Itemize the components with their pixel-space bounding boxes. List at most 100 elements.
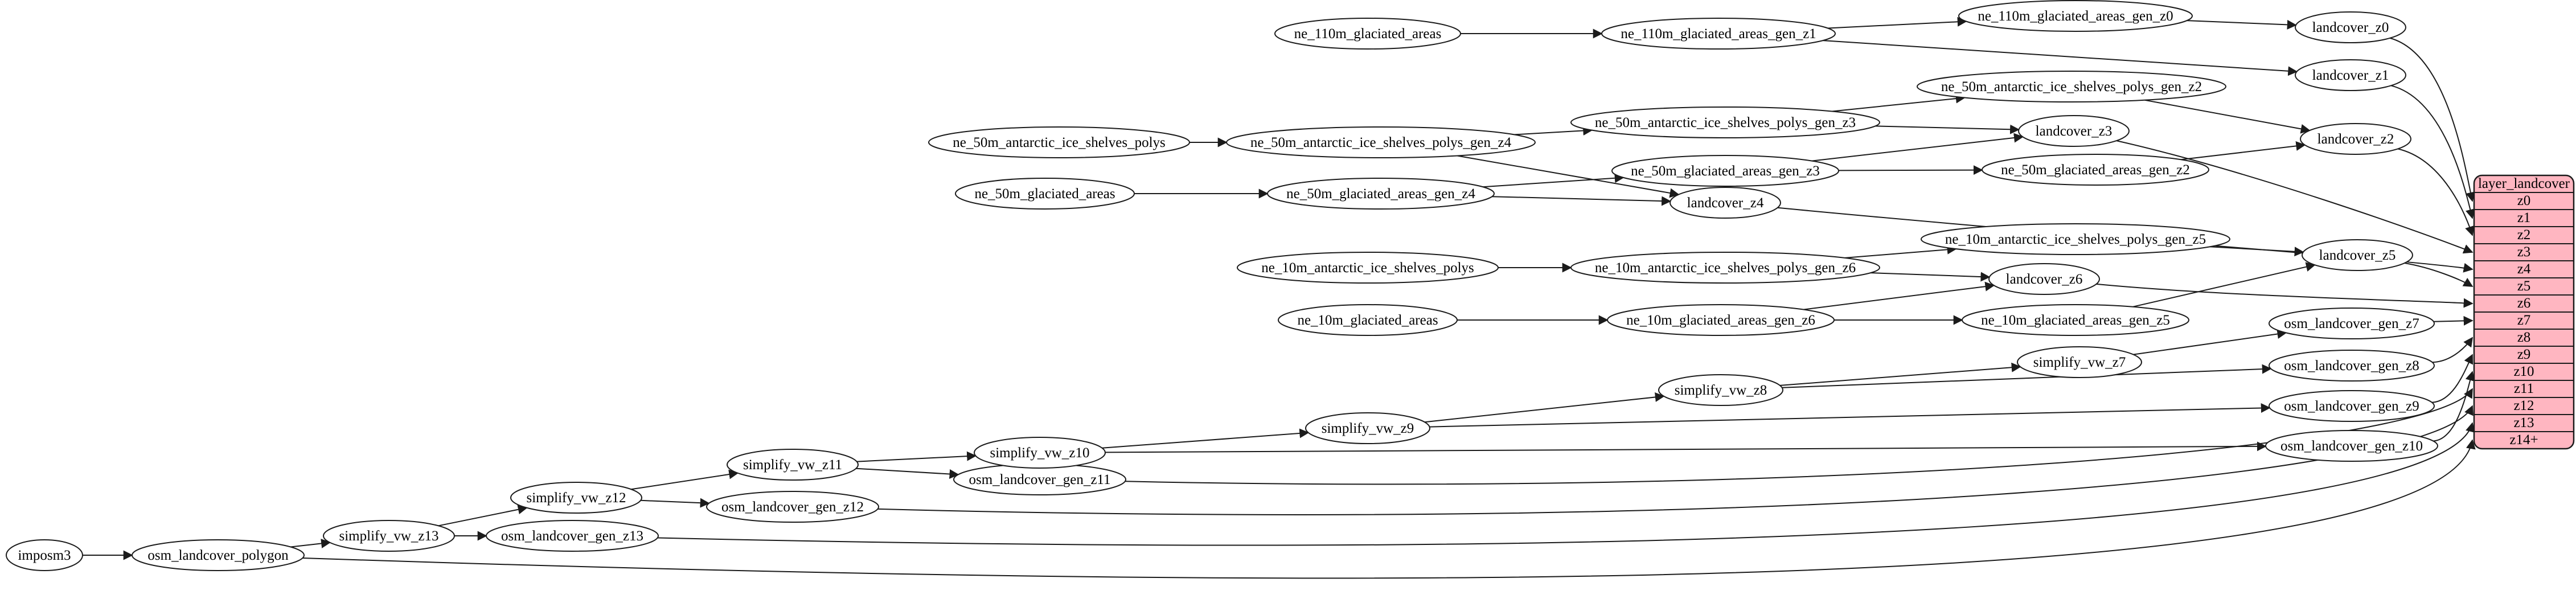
node-osm_landcover_gen_z10: osm_landcover_gen_z10: [2265, 430, 2438, 462]
node-ne_50m_antarctic_ice_shelves_polys_gen_z3-label: ne_50m_antarctic_ice_shelves_polys_gen_z…: [1595, 115, 1856, 130]
node-osm_landcover_gen_z11-label: osm_landcover_gen_z11: [969, 472, 1111, 487]
node-ne_50m_glaciated_areas_gen_z2-label: ne_50m_glaciated_areas_gen_z2: [2001, 162, 2190, 178]
edge-ne_50m_antarctic_ice_shelves_polys_gen_z4-to-ne_50m_antarctic_ice_shelves_polys_gen_z3: [1514, 125, 1593, 136]
edge-simplify_vw_z12-to-osm_landcover_gen_z12: [641, 498, 710, 508]
node-ne_50m_glaciated_areas_gen_z2: ne_50m_glaciated_areas_gen_z2: [1982, 154, 2209, 186]
node-ne_50m_glaciated_areas-label: ne_50m_glaciated_areas: [974, 186, 1115, 202]
node-ne_50m_glaciated_areas_gen_z4-label: ne_50m_glaciated_areas_gen_z4: [1286, 186, 1475, 202]
node-osm_landcover_gen_z7-label: osm_landcover_gen_z7: [2284, 316, 2419, 331]
table-row-z9: z9: [2517, 347, 2531, 362]
node-ne_50m_antarctic_ice_shelves_polys_gen_z2-label: ne_50m_antarctic_ice_shelves_polys_gen_z…: [1941, 79, 2202, 95]
node-landcover_z6-shape: [1988, 263, 2100, 295]
table-row-z4: z4: [2517, 261, 2531, 277]
node-osm_landcover_gen_z12-label: osm_landcover_gen_z12: [721, 499, 864, 515]
edge-ne_110m_glaciated_areas_gen_z1-to-landcover_z1: [1823, 40, 2298, 76]
node-landcover_z2-shape: [2300, 123, 2411, 155]
edge-ne_50m_glaciated_areas_gen_z3-to-landcover_z3: [1811, 133, 2024, 162]
node-simplify_vw_z13: simplify_vw_z13: [323, 520, 455, 552]
node-osm_landcover_polygon: osm_landcover_polygon: [132, 539, 305, 571]
node-ne_10m_glaciated_areas: ne_10m_glaciated_areas: [1278, 304, 1458, 336]
node-ne_110m_glaciated_areas-label: ne_110m_glaciated_areas: [1294, 26, 1442, 42]
edge-landcover_z0-to-z0: [2389, 37, 2475, 202]
node-imposm3: imposm3: [6, 539, 83, 571]
node-ne_10m_antarctic_ice_shelves_polys: ne_10m_antarctic_ice_shelves_polys: [1237, 252, 1499, 284]
node-ne_50m_glaciated_areas_gen_z3-shape: [1611, 155, 1839, 187]
edge-ne_10m_glaciated_areas_gen_z6-to-landcover_z6: [1803, 281, 1995, 310]
node-landcover_z2: landcover_z2: [2300, 123, 2411, 155]
table-row-z7: z7: [2517, 313, 2531, 328]
edge-ne_50m_glaciated_areas_gen_z4-to-landcover_z4: [1492, 196, 1672, 206]
node-ne_10m_antarctic_ice_shelves_polys_gen_z5: ne_10m_antarctic_ice_shelves_polys_gen_z…: [1921, 223, 2230, 255]
edge-simplify_vw_z11-to-simplify_vw_z10: [856, 451, 977, 462]
node-ne_10m_antarctic_ice_shelves_polys-label: ne_10m_antarctic_ice_shelves_polys: [1261, 260, 1474, 276]
node-ne_50m_glaciated_areas_gen_z4-shape: [1267, 178, 1495, 210]
node-landcover_z0-shape: [2295, 11, 2406, 43]
edge-landcover_z4-to-z4: [1777, 207, 2474, 273]
table-row-z12: z12: [2513, 398, 2534, 413]
node-landcover_z4-shape: [1670, 187, 1781, 219]
edge-ne_110m_glaciated_areas_gen_z0-to-landcover_z0: [2187, 19, 2297, 30]
node-ne_110m_glaciated_areas_gen_z0-shape: [1958, 0, 2193, 32]
node-ne_10m_glaciated_areas_gen_z6-shape: [1607, 304, 1835, 336]
node-simplify_vw_z7-shape: [2017, 346, 2142, 378]
node-ne_50m_antarctic_ice_shelves_polys_gen_z2: ne_50m_antarctic_ice_shelves_polys_gen_z…: [1917, 71, 2226, 102]
node-landcover_z2-label: landcover_z2: [2317, 132, 2394, 147]
node-osm_landcover_gen_z13-shape: [486, 520, 659, 552]
node-osm_landcover_gen_z12: osm_landcover_gen_z12: [706, 491, 879, 523]
node-simplify_vw_z8: simplify_vw_z8: [1658, 374, 1783, 406]
node-landcover_z0: landcover_z0: [2295, 11, 2406, 43]
node-ne_50m_antarctic_ice_shelves_polys-label: ne_50m_antarctic_ice_shelves_polys: [953, 135, 1166, 150]
node-osm_landcover_polygon-shape: [132, 539, 305, 571]
edge-osm_landcover_gen_z9-to-z9: [2431, 354, 2474, 403]
node-simplify_vw_z9-label: simplify_vw_z9: [1322, 421, 1414, 436]
node-ne_110m_glaciated_areas_gen_z0: ne_110m_glaciated_areas_gen_z0: [1958, 0, 2193, 32]
node-landcover_z1-shape: [2295, 59, 2406, 91]
node-ne_50m_antarctic_ice_shelves_polys_gen_z4: ne_50m_antarctic_ice_shelves_polys_gen_z…: [1226, 126, 1536, 158]
node-ne_50m_glaciated_areas-shape: [955, 178, 1135, 210]
node-landcover_z3: landcover_z3: [2018, 115, 2130, 147]
node-landcover_z6: landcover_z6: [1988, 263, 2100, 295]
table-row-z8: z8: [2517, 330, 2531, 345]
node-ne_110m_glaciated_areas-shape: [1274, 18, 1461, 50]
edge-simplify_vw_z10-to-osm_landcover_gen_z10: [1105, 441, 2267, 453]
node-landcover_z5-shape: [2302, 239, 2413, 271]
node-simplify_vw_z9: simplify_vw_z9: [1305, 412, 1430, 444]
edge-simplify_vw_z13-to-simplify_vw_z12: [438, 505, 528, 527]
node-osm_landcover_polygon-label: osm_landcover_polygon: [147, 548, 289, 563]
node-simplify_vw_z12-label: simplify_vw_z12: [527, 490, 626, 506]
node-simplify_vw_z8-shape: [1658, 374, 1783, 406]
node-ne_110m_glaciated_areas_gen_z0-label: ne_110m_glaciated_areas_gen_z0: [1978, 9, 2173, 24]
node-simplify_vw_z9-shape: [1305, 412, 1430, 444]
table-row-z6: z6: [2517, 296, 2531, 311]
node-ne_50m_antarctic_ice_shelves_polys_gen_z4-shape: [1226, 126, 1536, 158]
edge-ne_50m_antarctic_ice_shelves_polys_gen_z4-to-landcover_z4: [1457, 155, 1680, 198]
node-ne_50m_glaciated_areas_gen_z4: ne_50m_glaciated_areas_gen_z4: [1267, 178, 1495, 210]
edge-ne_10m_antarctic_ice_shelves_polys_gen_z5-to-landcover_z5: [2209, 246, 2304, 257]
node-ne_50m_antarctic_ice_shelves_polys_gen_z3-shape: [1570, 106, 1880, 138]
node-osm_landcover_gen_z13-label: osm_landcover_gen_z13: [501, 528, 643, 544]
table-row-z5: z5: [2517, 278, 2531, 294]
node-osm_landcover_gen_z8-shape: [2269, 350, 2435, 382]
edge-ne_50m_antarctic_ice_shelves_polys_gen_z2-to-landcover_z2: [2144, 99, 2311, 134]
node-ne_110m_glaciated_areas_gen_z1: ne_110m_glaciated_areas_gen_z1: [1601, 18, 1836, 50]
table-row-z11: z11: [2514, 381, 2534, 396]
node-ne_110m_glaciated_areas: ne_110m_glaciated_areas: [1274, 18, 1461, 50]
edge-simplify_vw_z8-to-osm_landcover_gen_z8: [1782, 364, 2272, 388]
node-ne_50m_glaciated_areas_gen_z3: ne_50m_glaciated_areas_gen_z3: [1611, 155, 1839, 187]
edge-landcover_z6-to-z6: [2096, 283, 2474, 308]
edge-osm_landcover_gen_z13-to-z13: [657, 422, 2475, 546]
table-row-z1: z1: [2517, 210, 2531, 225]
edge-simplify_vw_z10-to-simplify_vw_z9: [1102, 428, 1310, 449]
edge-ne_50m_glaciated_areas_gen_z2-to-landcover_z2: [2180, 141, 2306, 161]
node-osm_landcover_gen_z8-label: osm_landcover_gen_z8: [2284, 358, 2419, 374]
node-landcover_z1-label: landcover_z1: [2312, 68, 2389, 83]
node-osm_landcover_gen_z11: osm_landcover_gen_z11: [953, 464, 1126, 495]
node-landcover_z1: landcover_z1: [2295, 59, 2406, 91]
table-row-z2: z2: [2517, 227, 2531, 243]
node-ne_10m_glaciated_areas_gen_z5-label: ne_10m_glaciated_areas_gen_z5: [1981, 313, 2170, 328]
node-simplify_vw_z10-label: simplify_vw_z10: [990, 445, 1090, 461]
edge-osm_landcover_polygon-to-z14+: [302, 439, 2476, 579]
node-ne_50m_glaciated_areas_gen_z3-label: ne_50m_glaciated_areas_gen_z3: [1631, 163, 1820, 179]
node-ne_10m_glaciated_areas_gen_z5: ne_10m_glaciated_areas_gen_z5: [1962, 304, 2189, 336]
node-ne_10m_antarctic_ice_shelves_polys_gen_z6: ne_10m_antarctic_ice_shelves_polys_gen_z…: [1570, 252, 1880, 284]
